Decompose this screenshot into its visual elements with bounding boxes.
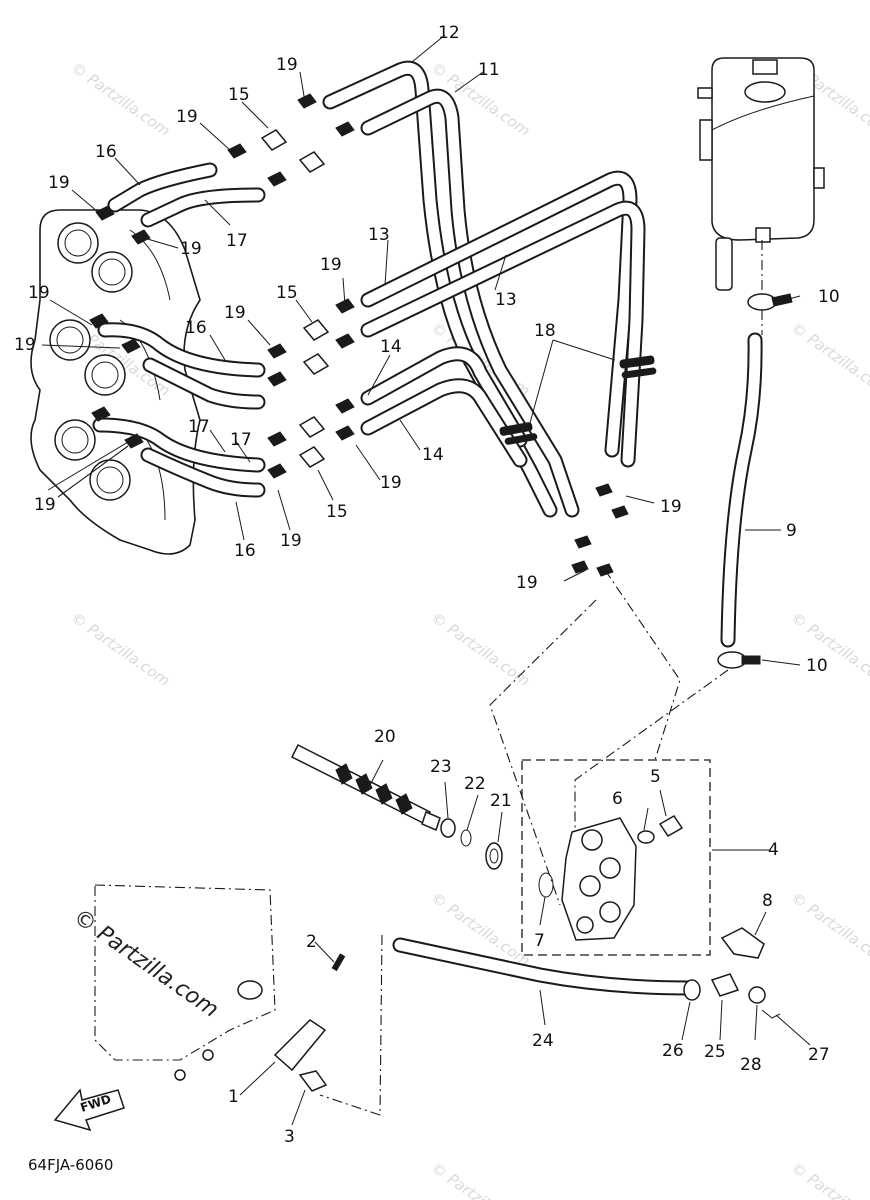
drive-shaft: [290, 743, 554, 898]
callout-14: 14: [380, 337, 402, 357]
callout-10: 10: [818, 287, 840, 307]
callout-15: 15: [228, 85, 250, 105]
diagram-code: 64FJA-6060: [28, 1156, 113, 1174]
callout-19: 19: [14, 335, 36, 355]
hose-clamps: [717, 293, 793, 669]
callout-13: 13: [368, 225, 390, 245]
watermark: © Partzilla.com: [68, 59, 174, 141]
watermark: © Partzilla.com: [428, 609, 534, 691]
callout-8: 8: [762, 891, 773, 911]
callout-11: 11: [478, 60, 500, 80]
callout-1: 1: [228, 1087, 239, 1107]
callout-20: 20: [374, 727, 396, 747]
callout-4: 4: [768, 840, 779, 860]
callout-10: 10: [806, 656, 828, 676]
callout-16: 16: [95, 142, 117, 162]
callout-17: 17: [226, 231, 248, 251]
callout-19: 19: [48, 173, 70, 193]
callout-19: 19: [280, 531, 302, 551]
callout-17: 17: [188, 417, 210, 437]
fwd-arrow: FWD: [53, 1088, 125, 1132]
bundle-clamps: [499, 355, 657, 445]
callout-14: 14: [422, 445, 444, 465]
callouts: 12 11 19 15 19 16 19 19 17 13 13 19 15 1…: [14, 23, 840, 1147]
callout-21: 21: [490, 791, 512, 811]
callout-19: 19: [176, 107, 198, 127]
callout-19: 19: [660, 497, 682, 517]
callout-19: 19: [276, 55, 298, 75]
callout-2: 2: [306, 932, 317, 952]
callout-19: 19: [380, 473, 402, 493]
callout-27: 27: [808, 1045, 830, 1065]
lower-housing: [94, 884, 346, 1092]
callout-22: 22: [464, 774, 486, 794]
clips-and-valves: [89, 93, 629, 577]
watermark: © Partzilla.com: [788, 609, 870, 691]
callout-19: 19: [180, 239, 202, 259]
callout-26: 26: [662, 1041, 684, 1061]
callout-7: 7: [534, 931, 545, 951]
watermark: © Partzilla.com: [788, 1159, 870, 1200]
callout-19: 19: [320, 255, 342, 275]
callout-24: 24: [532, 1031, 554, 1051]
hose-group: [92, 60, 763, 996]
oil-pump: [521, 759, 781, 1019]
callout-3: 3: [284, 1127, 295, 1147]
callout-6: 6: [612, 789, 623, 809]
callout-19: 19: [516, 573, 538, 593]
callout-16: 16: [234, 541, 256, 561]
callout-19: 19: [28, 283, 50, 303]
callout-23: 23: [430, 757, 452, 777]
callout-13: 13: [495, 290, 517, 310]
callout-28: 28: [740, 1055, 762, 1075]
callout-17: 17: [230, 430, 252, 450]
watermark: © Partzilla.com: [68, 609, 174, 691]
callout-19: 19: [224, 303, 246, 323]
watermark: © Partzilla.com: [788, 319, 870, 401]
watermark-main: © Partzilla.com: [69, 904, 223, 1022]
oil-tank: [697, 57, 825, 291]
watermark: © Partzilla.com: [788, 889, 870, 971]
callout-5: 5: [650, 767, 661, 787]
watermark: © Partzilla.com: [428, 1159, 534, 1200]
callout-18: 18: [534, 321, 556, 341]
callout-15: 15: [326, 502, 348, 522]
callout-15: 15: [276, 283, 298, 303]
callout-25: 25: [704, 1042, 726, 1062]
callout-9: 9: [786, 521, 797, 541]
callout-16: 16: [185, 318, 207, 338]
leader-lines: [41, 34, 811, 1126]
callout-19: 19: [34, 495, 56, 515]
callout-12: 12: [438, 23, 460, 43]
